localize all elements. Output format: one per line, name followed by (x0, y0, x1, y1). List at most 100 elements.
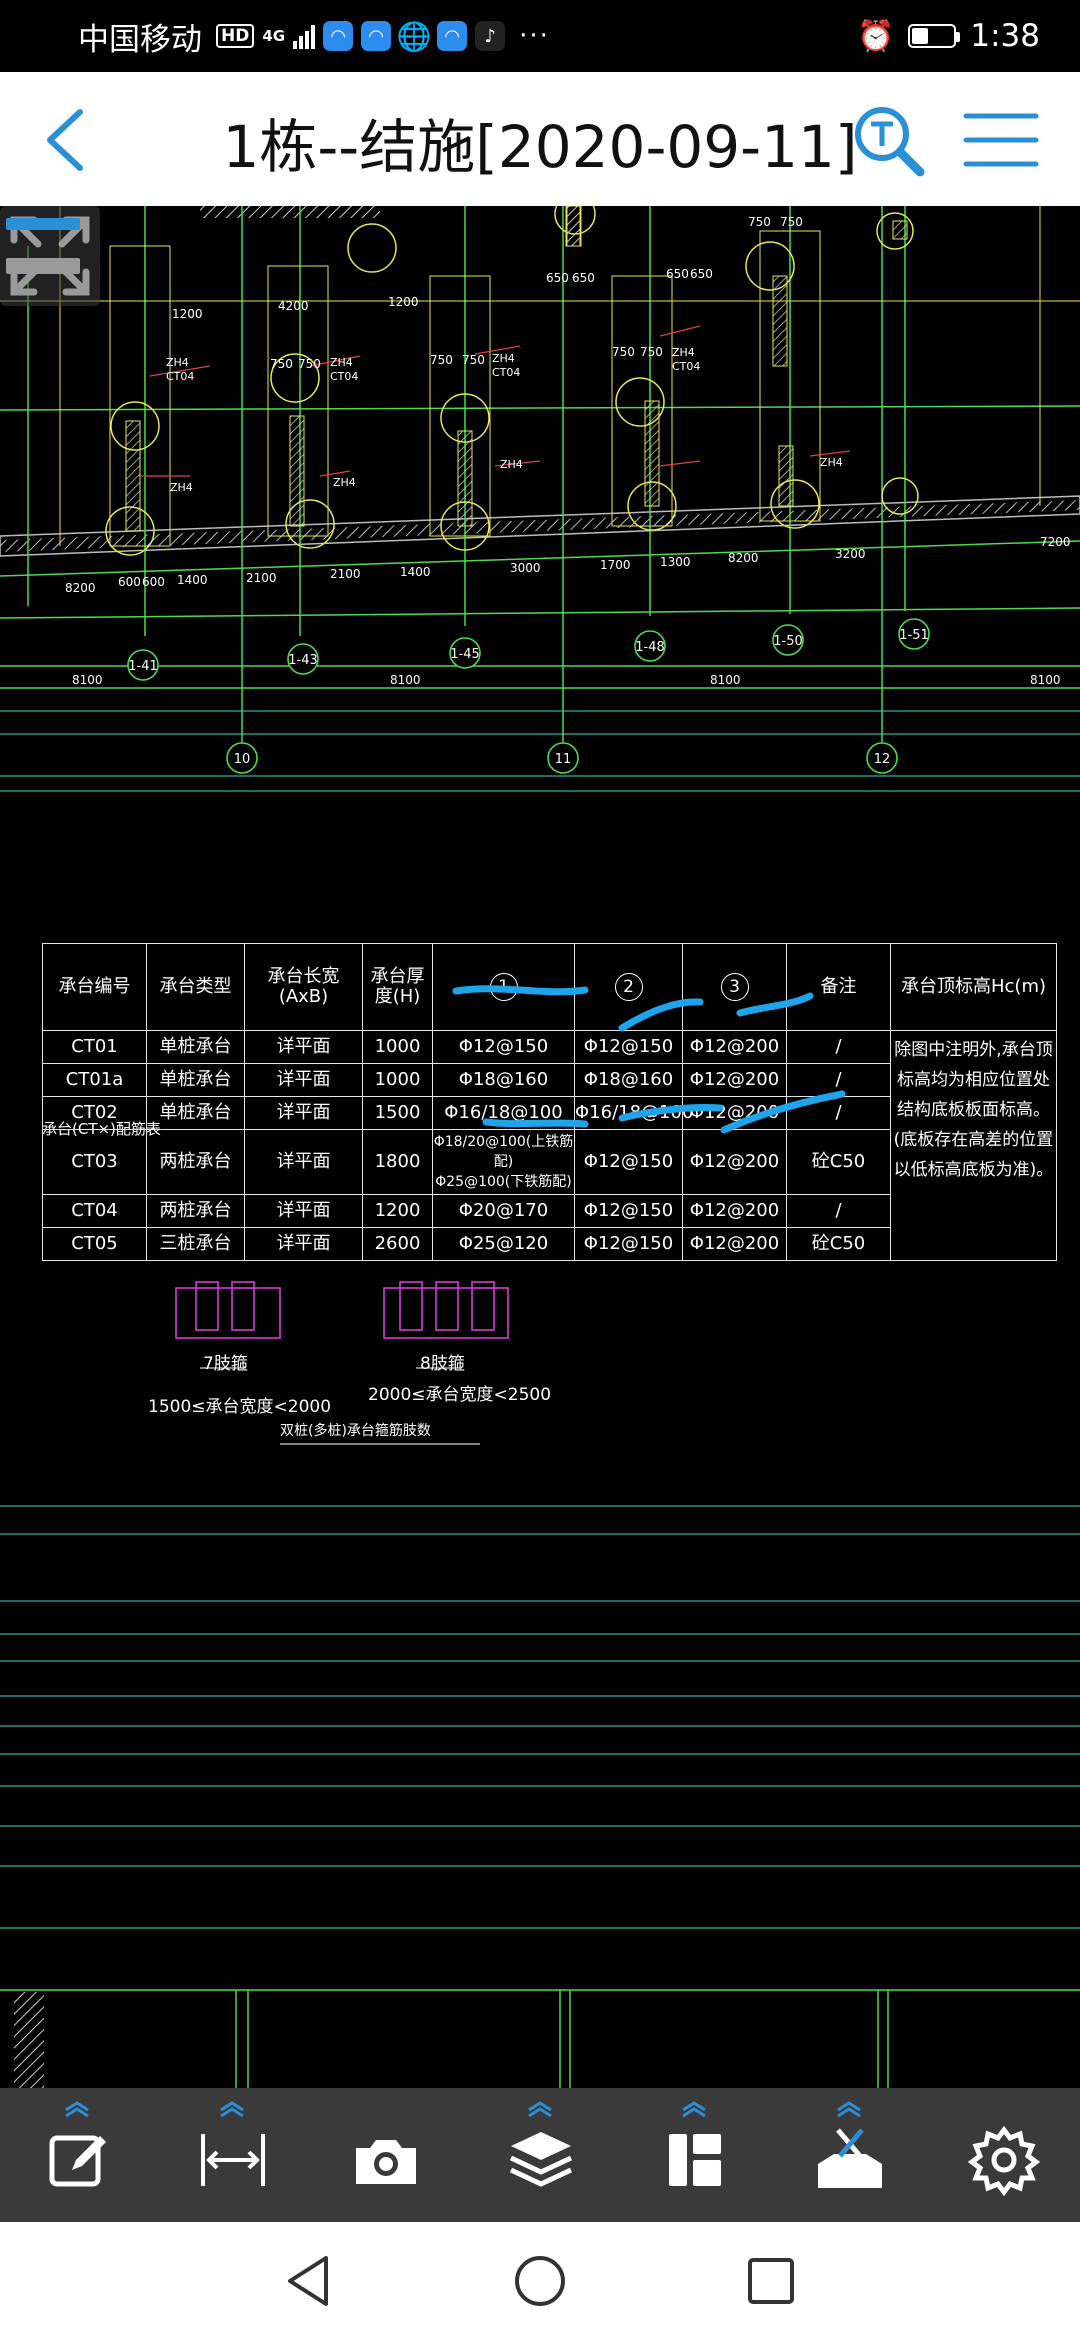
table-cell: CT01a (42, 1063, 147, 1097)
bottom-toolbar (0, 2088, 1080, 2222)
layout-panels-icon (669, 2134, 721, 2186)
col-header: 承台编号 (42, 943, 147, 1031)
table-cell: Φ16/18@100 (432, 1096, 575, 1130)
table-row: CT01 单桩承台 详平面 1000 Φ12@150 Φ12@150 Φ12@2… (42, 1030, 1057, 1261)
dim-label: 750 (270, 357, 293, 371)
alarm-icon: ⏰ (857, 18, 895, 54)
table-cell: 三桩承台 (146, 1227, 245, 1261)
table-cell: 2600 (362, 1227, 433, 1261)
settings-button[interactable] (944, 2088, 1064, 2222)
grid-bubble (634, 630, 666, 662)
app-header: 1栋--结施[2020-09-11] (0, 72, 1080, 206)
pile-label: ZH4 (500, 458, 523, 471)
dim-label: 750 (780, 215, 803, 229)
toolbox-icon (818, 2128, 882, 2188)
col-header: 承台顶标高Hc(m) (890, 943, 1057, 1031)
measure-tool-button[interactable] (173, 2088, 293, 2222)
table-cell: Φ12@200 (682, 1129, 787, 1195)
table-cell: Φ18/20@100(上铁筋配) Φ25@100(下铁筋配) (432, 1129, 575, 1195)
table-cell: CT03 (42, 1129, 147, 1195)
app-notification-icon: ◠ (361, 21, 392, 51)
table-cell: 单桩承台 (146, 1030, 245, 1064)
tools-button[interactable] (790, 2088, 910, 2222)
chevron-up-icon (682, 2101, 706, 2118)
pile-label: ZH4 (166, 356, 189, 369)
table-cell: 详平面 (244, 1129, 363, 1195)
stirrup-caption: 双桩(多桩)承台箍筋肢数 (280, 1423, 431, 1439)
col-header: 承台长宽(AxB) (244, 943, 363, 1031)
dim-label: 7200 (1040, 535, 1071, 549)
grid-bubble-label: 1-50 (773, 634, 803, 649)
back-button[interactable] (36, 108, 96, 172)
table-cell: 两桩承台 (146, 1129, 245, 1195)
table-row: CT05 三桩承台 详平面 2600 Φ25@120 Φ12@150 Φ12@2… (42, 1227, 1057, 1261)
dim-label: 4200 (278, 299, 309, 313)
chevron-up-icon (528, 2101, 552, 2118)
triangle-back-icon (288, 2256, 328, 2306)
dim-label: 1200 (388, 295, 419, 309)
dim-label: 3000 (510, 561, 541, 575)
stirrup-8-label: 8肢箍 (420, 1354, 465, 1374)
chevron-up-icon (65, 2101, 89, 2118)
grid-bubble-label: 11 (555, 752, 572, 767)
dim-label: 650 (690, 267, 713, 281)
dim-label: 750 (612, 345, 635, 359)
dim-label: 750 (430, 353, 453, 367)
layout-button[interactable] (635, 2088, 755, 2222)
nav-back-button[interactable] (276, 2248, 342, 2314)
grid-bubble-label: 1-43 (288, 653, 318, 668)
pile-label: CT04 (166, 370, 194, 383)
signal-icon (293, 23, 316, 49)
pile-label: CT04 (330, 370, 358, 383)
table-cell: 1200 (362, 1194, 433, 1228)
dim-label: 600 (142, 575, 165, 589)
table-cell: / (786, 1194, 891, 1228)
table-header-row: 承台编号 承台类型 承台长宽(AxB) 承台厚度(H) 1 2 3 备注 承台顶… (42, 943, 1057, 1031)
status-right: ⏰ 1:38 (857, 18, 1040, 54)
app-notification-icon: ◠ (437, 21, 468, 51)
col-header: 1 (432, 943, 575, 1031)
col-header: 3 (682, 943, 787, 1031)
table-cell: 1800 (362, 1129, 433, 1195)
grid-bubble-label: 10 (234, 752, 251, 767)
camera-button[interactable] (326, 2088, 446, 2222)
dim-label: 750 (462, 353, 485, 367)
pile-label: ZH4 (333, 476, 356, 489)
nav-home-button[interactable] (507, 2248, 573, 2314)
col-header: 承台厚度(H) (362, 943, 433, 1031)
table-cell: Φ12@150 (574, 1194, 683, 1228)
table-cell: 砼C50 (786, 1227, 891, 1261)
dim-label: 8100 (710, 673, 741, 687)
table-cell: 详平面 (244, 1063, 363, 1097)
system-nav-bar (0, 2222, 1080, 2340)
battery-icon (908, 24, 961, 48)
pile-label: ZH4 (170, 481, 193, 494)
page-title: 1栋--结施[2020-09-11] (222, 113, 858, 181)
menu-button[interactable] (962, 110, 1040, 170)
annotate-tool-button[interactable] (18, 2088, 138, 2222)
text-search-icon (855, 107, 925, 177)
hamburger-menu-icon (963, 113, 1039, 167)
layers-button[interactable] (481, 2088, 601, 2222)
table-cell: 详平面 (244, 1096, 363, 1130)
table-cell: CT01 (42, 1030, 147, 1064)
layer-toggle-button[interactable] (0, 206, 90, 286)
dim-label: 8100 (72, 673, 103, 687)
globe-icon: 🌐 (396, 19, 432, 53)
table-cell: Φ25@120 (432, 1227, 575, 1261)
table-cell: 单桩承台 (146, 1063, 245, 1097)
network-type: 4G (262, 27, 286, 45)
dim-label: 8200 (65, 581, 96, 595)
table-cell: Φ12@200 (682, 1096, 787, 1130)
status-left: 中国移动 HD 4G ◠ ◠ 🌐 ◠ ♪ ··· (78, 14, 550, 59)
pile-label: ZH4 (330, 356, 353, 369)
text-search-button[interactable] (852, 104, 926, 178)
dim-label: 1400 (400, 565, 431, 579)
dim-label: 750 (748, 215, 771, 229)
cad-drawing-canvas[interactable]: 8200 600 600 1400 2100 2100 1400 3000 17… (0, 206, 1080, 2088)
table-cell: Φ12@150 (574, 1129, 683, 1195)
dim-label: 2100 (246, 571, 277, 585)
nav-recents-button[interactable] (738, 2248, 804, 2314)
elevation-note: 除图中注明外,承台顶标高均为相应位置处结构底板板面标高。(底板存在高差的位置以低… (890, 1030, 1057, 1261)
table-cell: CT02 (42, 1096, 147, 1130)
